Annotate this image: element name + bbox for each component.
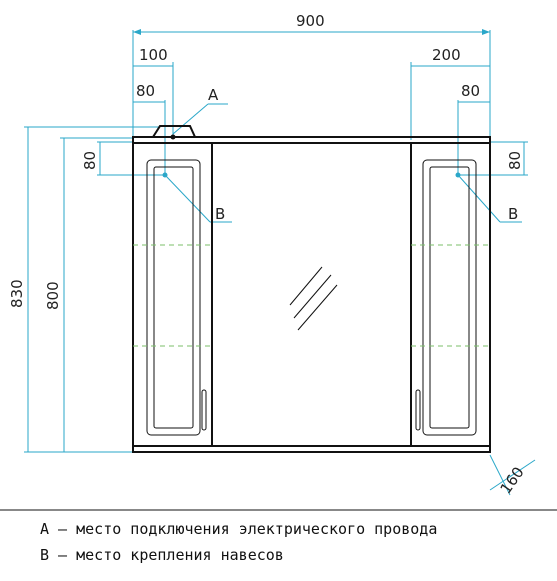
dim-total-width: 900 xyxy=(296,12,325,30)
dim-hole-drop-right: 80 xyxy=(506,151,524,170)
dim-hole-drop-left: 80 xyxy=(81,151,99,170)
dim-left-offset: 100 xyxy=(139,46,168,64)
dimension-lines xyxy=(24,29,536,496)
legend-line-a: A – место подключения электрического про… xyxy=(40,520,437,538)
dim-height-body: 800 xyxy=(44,281,62,310)
label-a: A xyxy=(208,86,219,104)
dim-right-hole: 80 xyxy=(461,82,480,100)
label-b-right: B xyxy=(508,205,518,223)
cabinet xyxy=(132,125,491,453)
dim-left-hole: 80 xyxy=(136,82,155,100)
legend-line-b: B – место крепления навесов xyxy=(40,546,284,564)
label-b-left: B xyxy=(215,205,225,223)
dim-right-offset: 200 xyxy=(432,46,461,64)
dim-height-total: 830 xyxy=(8,279,26,308)
